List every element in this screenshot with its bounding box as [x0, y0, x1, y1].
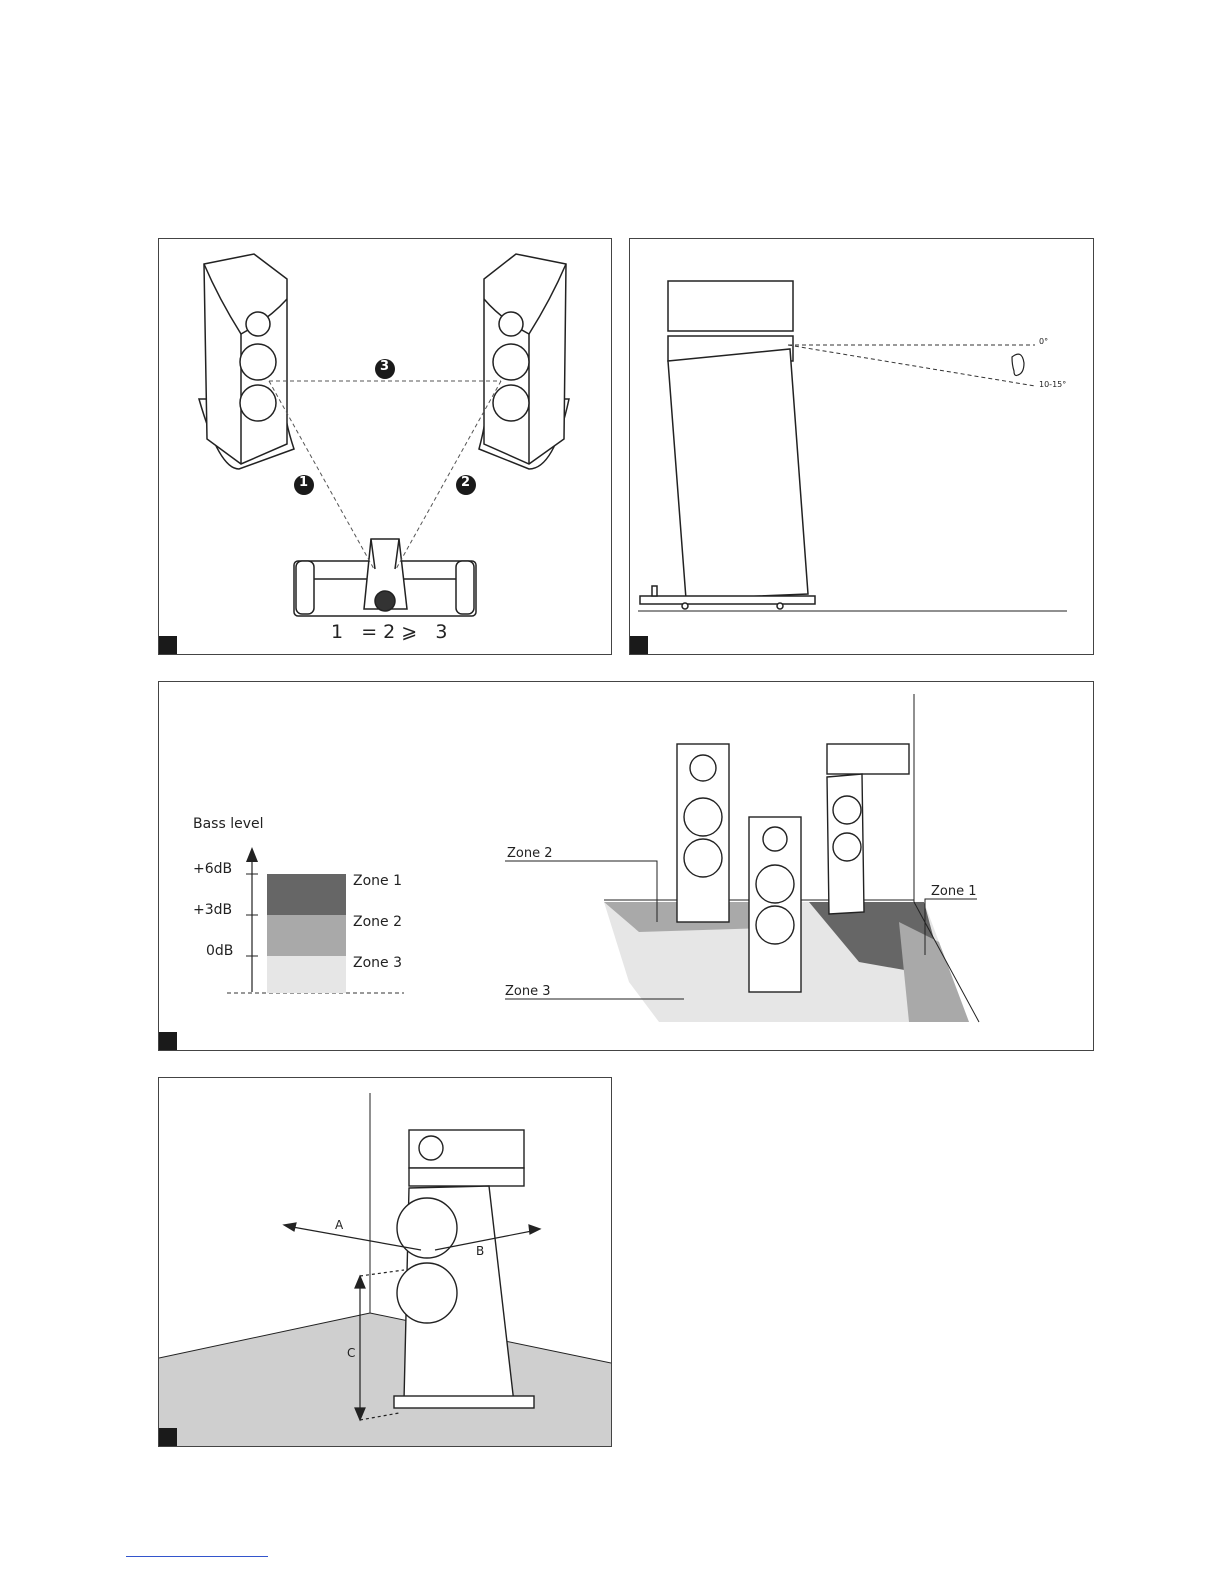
panel-bass-zones: Bass level +6dB +3dB 0dB Zone 1 Zone 2 Z…: [158, 681, 1094, 1051]
panel-corner-marker: [630, 636, 648, 654]
bass-level-title: Bass level: [193, 816, 264, 832]
zone-1-bar: [267, 874, 346, 915]
dimension-a-label: A: [335, 1218, 343, 1232]
listening-triangle-drawing: [159, 239, 611, 654]
corner-distance-drawing: [159, 1078, 611, 1446]
panel-corner-marker: [159, 1032, 177, 1050]
zone-3-callout: Zone 3: [505, 984, 551, 999]
level-0-label: 0dB: [206, 943, 233, 959]
zone-1-legend: Zone 1: [353, 873, 402, 889]
marker-3-label: 3: [380, 359, 389, 374]
right-speaker-illustration: [479, 254, 569, 469]
marker-2-label: 2: [461, 475, 470, 490]
marker-1-label: 1: [299, 475, 308, 490]
footer-rule: [126, 1556, 268, 1557]
zone-2-legend: Zone 2: [353, 914, 402, 930]
ear-icon: [1012, 354, 1024, 375]
floor-area: [159, 1313, 611, 1446]
left-speaker-illustration: [199, 254, 294, 469]
panel-listening-triangle: 3 1 2 1 = 2 ⩾ 3: [158, 238, 612, 655]
zone-1-callout: Zone 1: [931, 884, 977, 899]
tilt-angle-drawing: [630, 239, 1093, 654]
level-plus3-label: +3dB: [193, 902, 232, 918]
dimension-b-label: B: [476, 1244, 484, 1258]
panel-corner-marker: [159, 636, 177, 654]
zone-color-bars: [267, 874, 346, 993]
angle-0-label: 0°: [1039, 337, 1048, 346]
side-speaker-illustration: [640, 281, 815, 609]
listening-axis-lines: [788, 345, 1035, 386]
dimension-c-label: C: [347, 1346, 355, 1360]
panel-corner-marker: [159, 1428, 177, 1446]
distance-formula: 1 = 2 ⩾ 3: [331, 621, 447, 643]
bass-zones-drawing: [159, 682, 1093, 1050]
panel-tilt-angle: 0° 10-15°: [629, 238, 1094, 655]
level-plus6-label: +6dB: [193, 861, 232, 877]
panel-corner-distances: A B C: [158, 1077, 612, 1447]
zone-2-callout: Zone 2: [507, 846, 553, 861]
angle-10-15-label: 10-15°: [1039, 380, 1066, 389]
zone-2-bar: [267, 915, 346, 956]
listener-illustration: [364, 539, 407, 611]
zone-3-legend: Zone 3: [353, 955, 402, 971]
zone-3-bar: [267, 956, 346, 993]
